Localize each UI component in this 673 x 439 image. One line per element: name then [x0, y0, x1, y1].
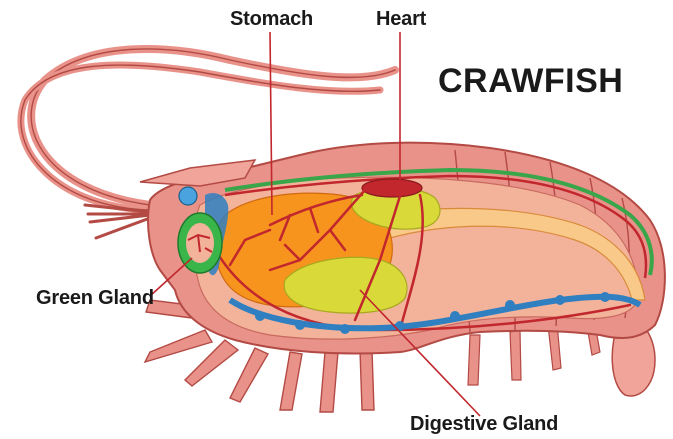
label-stomach: Stomach [230, 8, 313, 31]
eye [179, 187, 197, 205]
label-digestive-gland: Digestive Gland [410, 413, 558, 436]
label-heart: Heart [376, 8, 426, 31]
green-gland-inner [186, 223, 214, 263]
label-green-gland: Green Gland [36, 287, 154, 310]
diagram-title: CRAWFISH [438, 62, 623, 101]
heart [362, 179, 422, 197]
